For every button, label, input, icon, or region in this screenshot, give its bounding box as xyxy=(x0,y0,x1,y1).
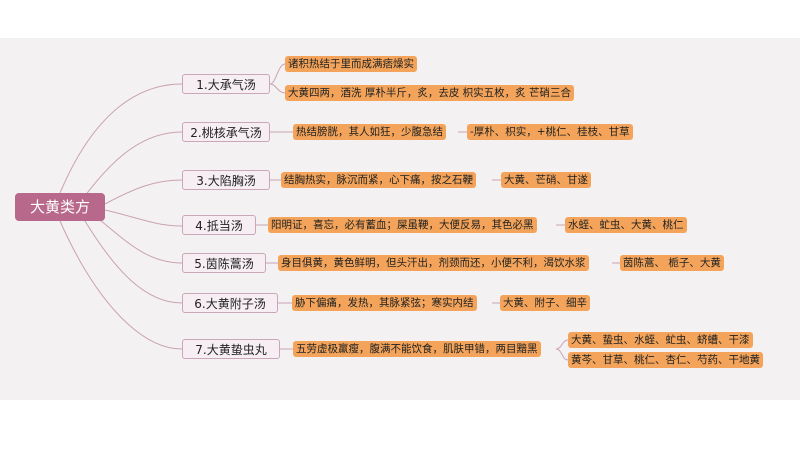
branch-node-5[interactable]: 5.茵陈蒿汤 xyxy=(182,253,266,273)
branch-node-1[interactable]: 1.大承气汤 xyxy=(182,74,270,94)
detail-node-3-1[interactable]: 结胸热实，脉沉而紧，心下痛，按之石鞕 xyxy=(281,172,476,188)
branch-node-4[interactable]: 4.抵当汤 xyxy=(182,215,256,235)
detail-node-6-1[interactable]: 胁下偏痛，发热，其脉紧弦；寒实内结 xyxy=(292,295,477,311)
detail-node-1-2[interactable]: 大黄四两，酒洗 厚朴半斤，炙，去皮 枳实五枚，炙 芒硝三合 xyxy=(285,85,575,101)
link-root-6 xyxy=(84,220,183,304)
detail-node-7-2[interactable]: 大黄、蛰虫、水蛭、虻虫、蛴螬、干漆 xyxy=(568,332,753,348)
branch-node-7[interactable]: 7.大黄蛰虫丸 xyxy=(182,339,280,359)
detail-node-4-1[interactable]: 阳明证，喜忘，必有蓄血；屎虽鞕，大便反易，其色必黑 xyxy=(268,217,537,233)
branch-node-2[interactable]: 2.桃核承气汤 xyxy=(182,122,270,142)
detail-node-2-1[interactable]: 热结膀胱，其人如狂，少腹急结 xyxy=(293,124,446,140)
link-b1-d1 xyxy=(269,83,286,94)
link-root-4 xyxy=(104,209,183,227)
link-root-5 xyxy=(99,219,183,264)
detail-node-2-2[interactable]: -厚朴、枳实，+桃仁、桂枝、甘草 xyxy=(467,124,633,140)
link-b7-d2 xyxy=(555,348,569,361)
detail-node-3-2[interactable]: 大黄、芒硝、甘遂 xyxy=(501,172,591,188)
detail-node-1-1[interactable]: 诸积热结于里而成满痞燥实 xyxy=(285,56,417,72)
branch-node-6[interactable]: 6.大黄附子汤 xyxy=(182,293,278,313)
link-root-1 xyxy=(59,83,183,194)
detail-node-7-1[interactable]: 五劳虚极羸瘦，腹满不能饮食，肌肤甲错，两目黯黑 xyxy=(293,341,541,357)
link-root-7 xyxy=(59,220,183,350)
detail-node-4-2[interactable]: 水蛭、虻虫、大黄、桃仁 xyxy=(565,217,687,233)
detail-node-6-2[interactable]: 大黄、附子、细辛 xyxy=(500,295,590,311)
link-root-2 xyxy=(81,131,183,201)
link-root-3 xyxy=(104,179,183,205)
detail-node-7-3[interactable]: 黄芩、甘草、桃仁、杏仁、芍药、干地黄 xyxy=(568,352,763,368)
detail-node-5-1[interactable]: 身目俱黄，黄色鲜明，但头汗出，剂颈而还，小便不利，渴饮水浆 xyxy=(278,255,589,271)
detail-node-5-2[interactable]: 茵陈蒿、 栀子、大黄 xyxy=(620,255,724,271)
root-node[interactable]: 大黄类方 xyxy=(15,193,105,221)
branch-node-3[interactable]: 3.大陷胸汤 xyxy=(182,170,270,190)
link-b1-d0 xyxy=(269,63,286,85)
link-b7-d1 xyxy=(555,339,569,350)
